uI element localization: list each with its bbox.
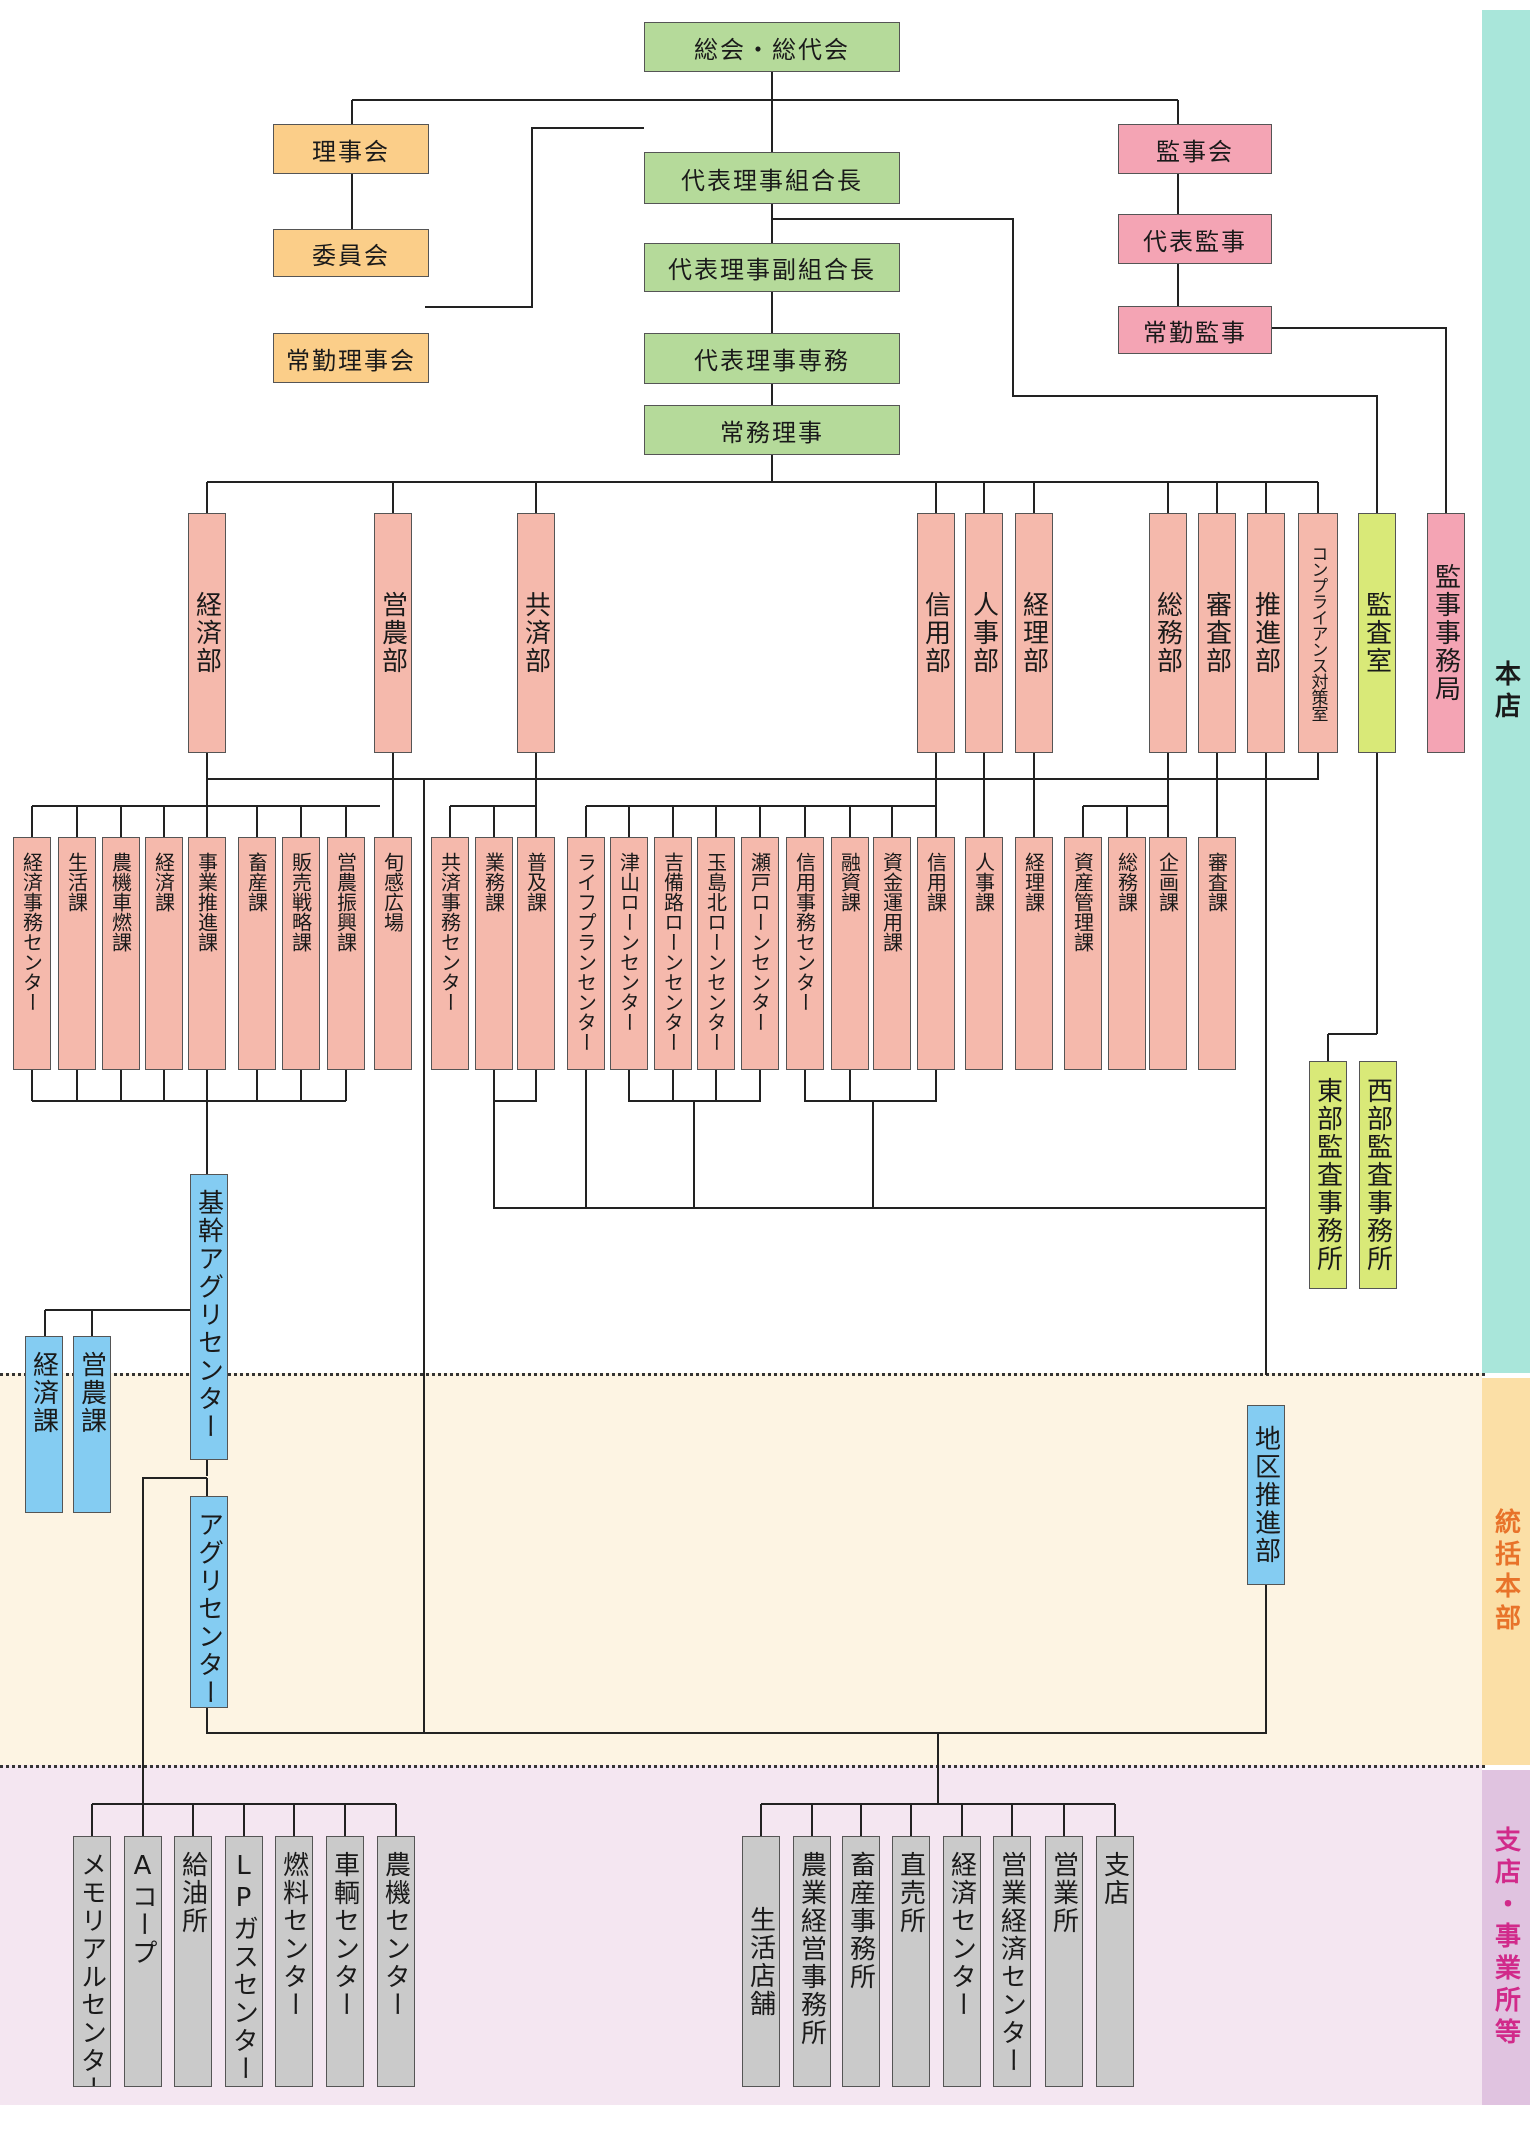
section-nouki-shanen: 農機車燃課 [102, 837, 140, 1070]
region-background [0, 1373, 1482, 1765]
branch-nouki-center: 農機センター [377, 1836, 415, 2087]
dept-kyousai: 共済部 [517, 513, 555, 753]
vice-president-box: 代表理事副組合長 [644, 243, 900, 292]
east-audit-office: 東部監査事務所 [1309, 1061, 1347, 1289]
section-seto-loan: 瀬戸ローンセンター [741, 837, 779, 1070]
general-assembly-box: 総会・総代会 [644, 22, 900, 72]
section-tsuyama-loan: 津山ローンセンター [610, 837, 648, 1070]
branch-memorial-center: メモリアルセンター [73, 1836, 111, 2087]
einou-ka-regional: 営農課 [73, 1336, 111, 1513]
section-jinji-ka: 人事課 [965, 837, 1003, 1070]
fulltime-auditor-box: 常勤監事 [1118, 306, 1272, 354]
committee-box: 委員会 [273, 229, 429, 277]
president-box: 代表理事組合長 [644, 152, 900, 204]
rep-auditor-box: 代表監事 [1118, 214, 1272, 264]
branch-gas-station: 給油所 [174, 1836, 212, 2087]
branch-fuel-center: 燃料センター [275, 1836, 313, 2087]
branch-vehicle-center: 車輌センター [326, 1836, 364, 2087]
section-shinsa-ka: 審査課 [1198, 837, 1236, 1070]
dept-shinyo: 信用部 [917, 513, 955, 753]
dept-shinsa: 審査部 [1198, 513, 1236, 753]
section-shinyo-ka: 信用課 [917, 837, 955, 1070]
section-keizai-jimu-center: 経済事務センター [13, 837, 51, 1070]
dept-einou: 営農部 [374, 513, 412, 753]
section-jigyo-suishin: 事業推進課 [188, 837, 226, 1070]
section-label-shiten: 支店・事業所等 [1482, 1770, 1530, 2105]
dept-soumu: 総務部 [1149, 513, 1187, 753]
section-shisan-kanri: 資産管理課 [1064, 837, 1102, 1070]
section-gyomu: 業務課 [475, 837, 513, 1070]
section-label-honten: 本店 [1482, 10, 1530, 1373]
section-seikatsu: 生活課 [58, 837, 96, 1070]
branch-chokubaijo: 直売所 [892, 1836, 930, 2087]
section-fukyu: 普及課 [517, 837, 555, 1070]
branch-shiten: 支店 [1096, 1836, 1134, 2087]
branch-eigyosho: 営業所 [1045, 1836, 1083, 2087]
section-kikaku: 企画課 [1149, 837, 1187, 1070]
branch-eigyo-keizai-center: 営業経済センター [993, 1836, 1031, 2087]
dept-keizai: 経済部 [188, 513, 226, 753]
branch-keizai-center: 経済センター [943, 1836, 981, 2087]
agri-center: アグリセンター [190, 1496, 228, 1708]
district-promotion-dept: 地区推進部 [1247, 1405, 1285, 1585]
executive-director-box: 常務理事 [644, 405, 900, 455]
keizai-ka-regional: 経済課 [25, 1336, 63, 1513]
section-chikusan: 畜産課 [238, 837, 276, 1070]
branch-lpgas-center: LPガスセンター [225, 1836, 263, 2087]
section-keiri-ka: 経理課 [1015, 837, 1053, 1070]
section-shunkan-hiroba: 旬感広場 [374, 837, 412, 1070]
section-shinyo-jimu-center: 信用事務センター [786, 837, 824, 1070]
core-agri-center: 基幹アグリセンター [190, 1174, 228, 1460]
section-yushi: 融資課 [831, 837, 869, 1070]
section-soumu-ka: 総務課 [1108, 837, 1146, 1070]
dept-jinji: 人事部 [965, 513, 1003, 753]
board-box: 理事会 [273, 124, 429, 174]
branch-seikatsu-tenpo: 生活店舗 [742, 1836, 780, 2087]
managing-director-box: 代表理事専務 [644, 333, 900, 384]
section-einou-shinko: 営農振興課 [327, 837, 365, 1070]
audit-room: 監査室 [1358, 513, 1396, 753]
west-audit-office: 西部監査事務所 [1359, 1061, 1397, 1289]
dept-suishin: 推進部 [1247, 513, 1285, 753]
branch-chikusan-jimusho: 畜産事務所 [842, 1836, 880, 2087]
auditors-board-box: 監事会 [1118, 124, 1272, 174]
section-shikin-unyo: 資金運用課 [873, 837, 911, 1070]
section-tamashimakita-loan: 玉島北ローンセンター [697, 837, 735, 1070]
auditor-office: 監事事務局 [1427, 513, 1465, 753]
fulltime-board-box: 常勤理事会 [273, 333, 429, 383]
branch-nougyo-keiei: 農業経営事務所 [793, 1836, 831, 2087]
section-divider [0, 1765, 1485, 1768]
section-divider [0, 1373, 1485, 1376]
section-hanbai-senryaku: 販売戦略課 [282, 837, 320, 1070]
section-kibiji-loan: 吉備路ローンセンター [654, 837, 692, 1070]
dept-compliance: コンプライアンス対策室 [1298, 513, 1338, 753]
section-label-tokatsu: 統括本部 [1482, 1378, 1530, 1765]
section-keizai-ka: 経済課 [145, 837, 183, 1070]
dept-keiri: 経理部 [1015, 513, 1053, 753]
section-kyousai-jimu-center: 共済事務センター [431, 837, 469, 1070]
branch-a-coop: Aコープ [124, 1836, 162, 2087]
section-lifeplan-center: ライフプランセンター [567, 837, 605, 1070]
